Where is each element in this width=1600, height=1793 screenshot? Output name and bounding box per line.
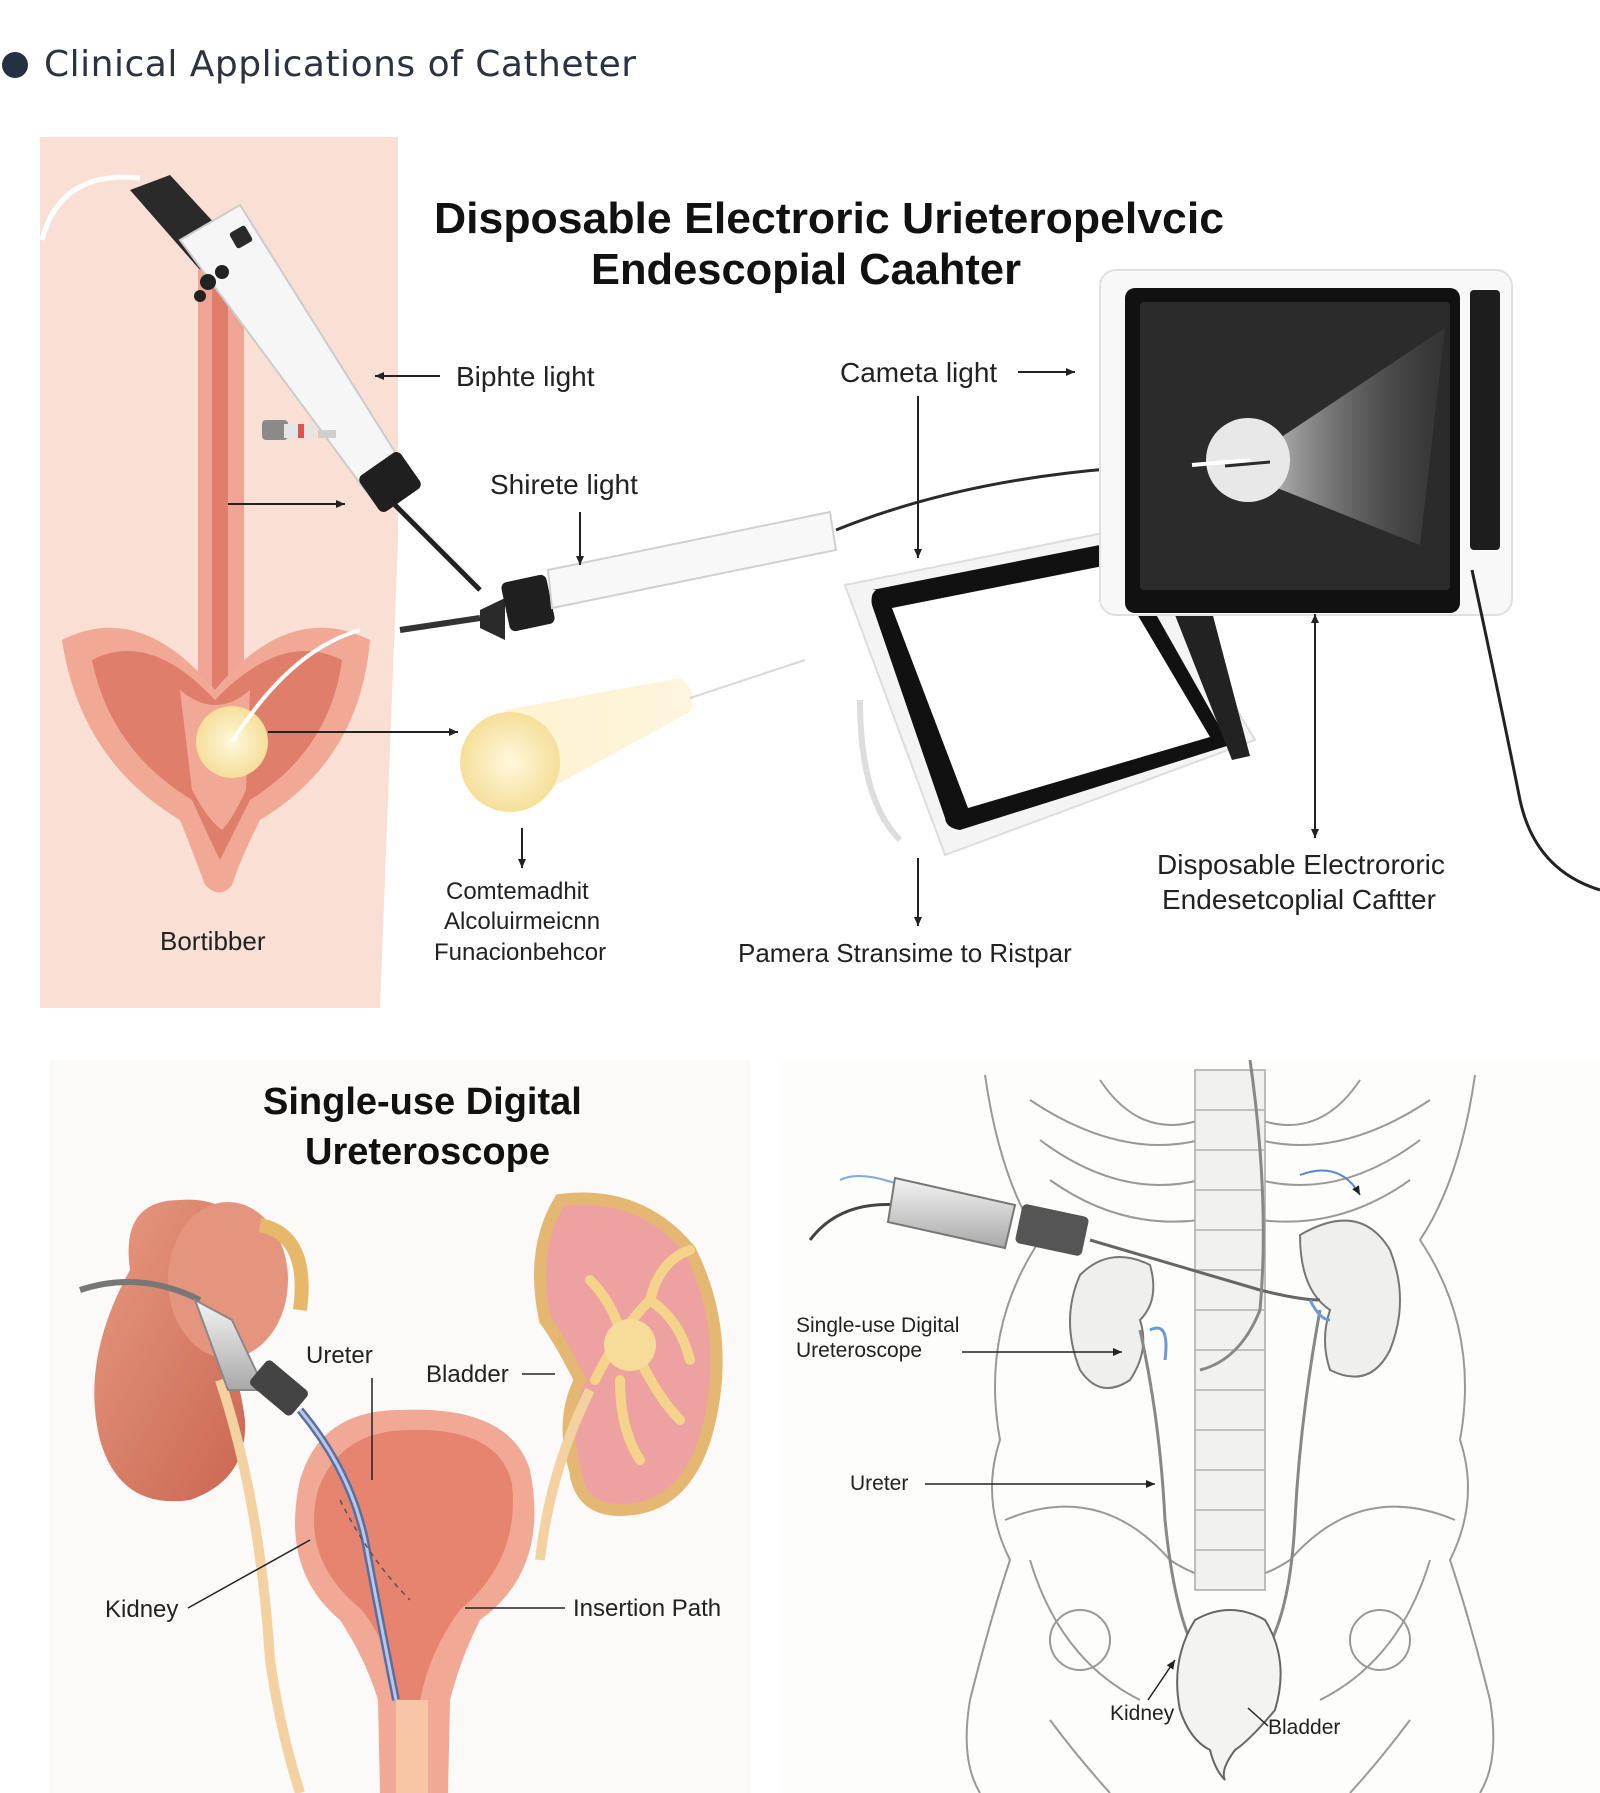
section-title: Clinical Applications of Catheter bbox=[44, 44, 637, 85]
label-biphte-light: Biphte light bbox=[456, 361, 595, 392]
bottom-left-title-line2: Ureteroscope bbox=[305, 1131, 550, 1173]
spine-sketch bbox=[1194, 1069, 1266, 1591]
label-comtemadhit-1: Comtemadhit bbox=[446, 878, 589, 905]
left-kidney-illustration bbox=[94, 1199, 309, 1502]
bottom-right-panel: Single-use Digital Ureteroscope Ureter K… bbox=[780, 1059, 1600, 1793]
top-panel: Disposable Electroric Urieteropelvcic En… bbox=[39, 137, 1600, 1008]
ureteroscope-device bbox=[79, 1279, 411, 1701]
label-insertion-path: Insertion Path bbox=[573, 1595, 721, 1622]
line-bladder-right bbox=[1247, 1707, 1269, 1727]
label-pamera: Pamera Stransime to Ristpar bbox=[738, 938, 1072, 968]
label-bortibber: Bortibber bbox=[160, 926, 266, 956]
section-header: Clinical Applications of Catheter bbox=[0, 44, 637, 85]
label-bladder-left: Bladder bbox=[426, 1361, 509, 1388]
bullet-dot-icon bbox=[2, 51, 28, 78]
label-cameta-light: Cameta light bbox=[840, 357, 997, 388]
light-beam bbox=[460, 659, 806, 812]
top-title-line1: Disposable Electroric Urieteropelvcic bbox=[434, 194, 1224, 243]
arrow-kidney-right bbox=[1147, 1659, 1176, 1701]
label-comtemadhit-3: Funacionbehcor bbox=[434, 939, 606, 966]
kidneys-sketch bbox=[1069, 1219, 1401, 1389]
ureteroscope-sketch bbox=[808, 1059, 1361, 1372]
label-scope-line2: Ureteroscope bbox=[796, 1339, 922, 1362]
rear-monitor bbox=[1099, 269, 1600, 892]
label-shirete-light: Shirete light bbox=[490, 469, 638, 500]
valve-knob bbox=[262, 420, 336, 440]
bladder-sketch bbox=[1176, 1609, 1282, 1781]
label-disposable-2: Endesetcoplial Caftter bbox=[1162, 884, 1436, 915]
top-title-line2: Endescopial Caahter bbox=[591, 245, 1021, 294]
horizontal-scope bbox=[399, 460, 1271, 640]
bottom-left-title-line1: Single-use Digital bbox=[263, 1081, 582, 1123]
label-scope-line1: Single-use Digital bbox=[796, 1314, 959, 1337]
line-kidney-left bbox=[187, 1539, 311, 1609]
label-disposable-1: Disposable Electrororic bbox=[1157, 849, 1445, 880]
label-bladder-right: Bladder bbox=[1268, 1716, 1340, 1739]
handpiece-device bbox=[130, 175, 482, 592]
label-comtemadhit-2: Alcoluirmeicnn bbox=[444, 908, 600, 935]
right-kidney-illustration bbox=[534, 1192, 723, 1517]
label-kidney-right: Kidney bbox=[1110, 1702, 1175, 1725]
label-kidney-left: Kidney bbox=[105, 1596, 178, 1623]
label-ureter-left: Ureter bbox=[306, 1342, 373, 1369]
bottom-left-panel: Single-use Digital Ureteroscope bbox=[50, 1060, 750, 1793]
label-ureter-right: Ureter bbox=[850, 1472, 908, 1495]
